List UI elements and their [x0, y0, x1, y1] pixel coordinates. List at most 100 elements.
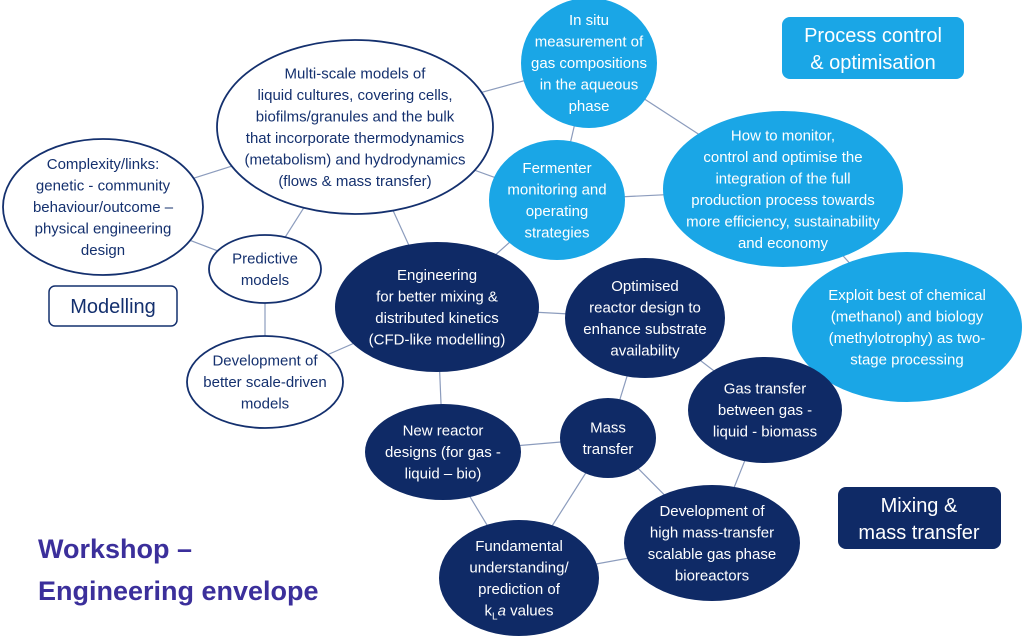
node-ellipse — [688, 357, 842, 463]
node-ellipse — [208, 234, 322, 304]
node-label: better scale-driven — [203, 374, 326, 391]
node-label: transfer — [583, 441, 634, 458]
node-label: gas compositions — [531, 55, 647, 72]
node-label: Optimised — [611, 278, 679, 295]
process-control-label: Process control — [804, 25, 942, 47]
node-label: high mass-transfer — [650, 524, 774, 541]
node-ellipse — [792, 252, 1022, 402]
node-label: Engineering — [397, 267, 477, 284]
node-label: control and optimise the — [703, 149, 862, 166]
node-mass: Mass transfer — [560, 398, 656, 478]
node-label: biofilms/granules and the bulk — [256, 108, 455, 125]
node-predictive: Predictive models — [208, 234, 322, 304]
mixing-label: Mixing & — [881, 495, 958, 517]
node-label: design — [81, 242, 125, 259]
node-label: production process towards — [691, 192, 874, 209]
node-label: scalable gas phase — [648, 546, 776, 563]
node-ellipse — [521, 0, 657, 128]
node-ellipse — [365, 404, 521, 500]
node-label: Development of — [212, 353, 318, 370]
node-label: availability — [610, 342, 680, 359]
process-control-label: & optimisation — [810, 52, 936, 74]
modelling-label: Modelling — [70, 296, 156, 318]
node-ellipse — [2, 138, 204, 276]
node-label: understanding/ — [469, 559, 569, 576]
node-fermenter: Fermenter monitoring and operating strategi… — [489, 140, 625, 260]
process-control-box — [782, 17, 964, 79]
node-label: bioreactors — [675, 567, 749, 584]
node-gastransfer: Gas transfer between gas - liquid - biomas… — [688, 357, 842, 463]
node-exploit: Exploit best of chemical (methanol) and b… — [792, 252, 1022, 402]
mixing-box — [838, 487, 1001, 549]
node-label: phase — [569, 98, 610, 115]
node-ellipse — [186, 335, 344, 429]
node-label: stage processing — [850, 351, 963, 368]
page-title: Engineering envelope — [38, 576, 319, 606]
kla-part: k — [485, 602, 493, 619]
kla-part: a — [498, 602, 506, 619]
node-label: Fundamental — [475, 538, 563, 555]
node-label: In situ — [569, 12, 609, 29]
kla-values-label: kLa values — [485, 602, 554, 622]
node-label: liquid – bio) — [405, 466, 482, 483]
node-label: Mass — [590, 419, 626, 436]
node-label: Exploit best of chemical — [828, 287, 986, 304]
node-label: Fermenter — [522, 160, 591, 177]
node-label: prediction of — [478, 581, 561, 598]
node-devhigh: Development of high mass-transfer scalable… — [624, 485, 800, 601]
node-label: liquid - biomass — [713, 424, 817, 441]
node-label: (methanol) and biology — [831, 308, 984, 325]
node-label: integration of the full — [715, 170, 850, 187]
node-ellipse — [335, 242, 539, 372]
page-title: Workshop – — [38, 534, 192, 564]
node-label: Predictive — [232, 250, 298, 267]
node-label: between gas - — [718, 402, 812, 419]
node-label: models — [241, 272, 289, 289]
category-mixing: Mixing & mass transfer — [838, 487, 1001, 549]
node-ellipse — [439, 520, 599, 636]
node-label: distributed kinetics — [375, 310, 498, 327]
node-optimised: Optimised reactor design to enhance substr… — [565, 258, 725, 378]
node-label: Complexity/links: — [47, 156, 160, 173]
node-label: strategies — [524, 224, 589, 241]
node-label: operating — [526, 203, 589, 220]
node-label: in the aqueous — [540, 77, 638, 94]
node-ellipse — [565, 258, 725, 378]
node-howto: How to monitor, control and optimise the i… — [663, 111, 903, 267]
node-insitu: In situ measurement of gas compositions in … — [521, 0, 657, 128]
node-multiscale: Multi-scale models of liquid cultures, co… — [216, 39, 494, 215]
node-label: (flows & mass transfer) — [278, 173, 431, 190]
node-label: that incorporate thermodynamics — [246, 130, 464, 147]
node-label: behaviour/outcome – — [33, 199, 174, 216]
node-label: genetic - community — [36, 178, 171, 195]
node-label: Multi-scale models of — [285, 65, 427, 82]
category-process-control: Process control & optimisation — [782, 17, 964, 79]
node-label: How to monitor, — [731, 127, 835, 144]
kla-part: values — [506, 602, 554, 619]
node-fundamental: Fundamental understanding/prediction of kL… — [439, 520, 599, 636]
node-label: reactor design to — [589, 299, 701, 316]
node-label: (CFD-like modelling) — [369, 331, 506, 348]
node-label: Development of — [659, 503, 765, 520]
node-label: Gas transfer — [724, 381, 807, 398]
node-label: designs (for gas - — [385, 444, 501, 461]
node-ellipse — [216, 39, 494, 215]
kla-part: L — [492, 611, 498, 622]
node-label: monitoring and — [507, 181, 606, 198]
node-ellipse — [624, 485, 800, 601]
node-complexity: Complexity/links: genetic - community beha… — [2, 138, 204, 276]
node-label: enhance substrate — [583, 321, 706, 338]
category-modelling: Modelling — [48, 285, 178, 327]
node-label: (metabolism) and hydrodynamics — [245, 151, 466, 168]
mixing-label: mass transfer — [858, 522, 979, 544]
node-label: liquid cultures, covering cells, — [257, 87, 452, 104]
node-ellipse — [663, 111, 903, 267]
node-newreactor: New reactor designs (for gas - liquid – bi… — [365, 404, 521, 500]
node-label: New reactor — [403, 423, 484, 440]
node-label: measurement of — [535, 34, 644, 51]
node-label: more efficiency, sustainability — [686, 213, 880, 230]
